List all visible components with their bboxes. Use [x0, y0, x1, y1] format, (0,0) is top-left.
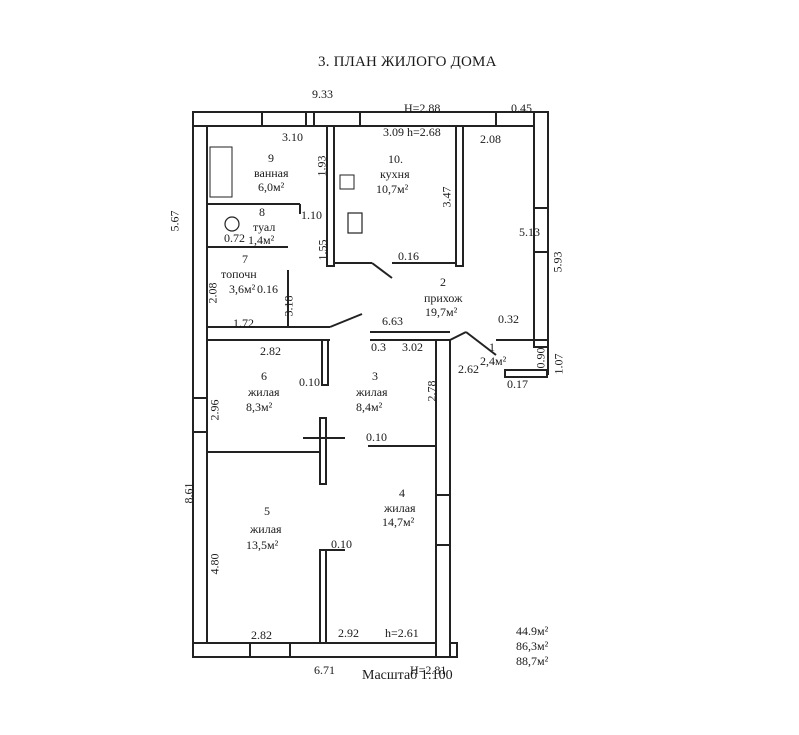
dim-016-boiler: 0.16	[257, 282, 278, 296]
dim-010-room6: 0.10	[299, 375, 320, 389]
dim-262: 2.62	[458, 362, 479, 376]
room-10-area: 10,7м²	[376, 182, 409, 196]
dim-310: 3.10	[282, 130, 303, 144]
dim-h281: H=2.81	[410, 663, 447, 677]
dim-016-kitchen: 0.16	[398, 249, 419, 263]
outer-wall-south	[192, 642, 458, 658]
room-9-name: ванная	[254, 166, 289, 180]
dim-010-room3: 0.10	[366, 430, 387, 444]
dim-top-total: 9.33	[312, 87, 333, 101]
dim-h-top: H=2.88	[404, 101, 441, 115]
scale-label: Масштаб 1:100	[362, 668, 453, 683]
room-1-area: 2,4м²	[480, 354, 507, 368]
room-5-area: 13,5м²	[246, 538, 279, 552]
room-5-name: жилая	[250, 522, 282, 536]
room-2-area: 19,7м²	[425, 305, 458, 319]
outer-wall-north	[192, 111, 516, 127]
room-5-number: 5	[264, 504, 270, 518]
room-6-area: 8,3м²	[246, 400, 273, 414]
outer-wall-east-upper	[533, 111, 549, 348]
room-6-name: жилая	[248, 385, 280, 399]
room-1-number: 1	[489, 340, 495, 354]
dim-318: 3.18	[281, 295, 296, 317]
dim-593: 5.93	[550, 251, 565, 273]
dim-208-west: 2.08	[205, 282, 220, 304]
room-8-number: 8	[259, 205, 265, 219]
dim-282-lower: 2.82	[251, 628, 272, 642]
dim-h261: h=2.61	[385, 626, 419, 640]
room-2-name: прихож	[424, 291, 463, 305]
dim-278: 2.78	[424, 380, 439, 402]
dim-480: 4.80	[207, 553, 222, 575]
dim-671: 6.71	[314, 663, 335, 677]
dim-017: 0.17	[507, 377, 528, 391]
total-area-3: 88,7м²	[516, 654, 549, 668]
toilet-symbol	[224, 216, 240, 232]
dim-193: 1.93	[314, 155, 329, 177]
room-4-name: жилая	[384, 501, 416, 515]
room-3-number: 3	[372, 369, 378, 383]
room-4-number: 4	[399, 486, 405, 500]
room-10-name: кухня	[380, 167, 410, 181]
dim-296: 2.96	[207, 399, 222, 421]
kitchen-wall-west	[326, 125, 335, 267]
dim-347: 3.47	[439, 186, 454, 208]
dim-513: 5.13	[519, 225, 540, 239]
dim-282-upper: 2.82	[260, 344, 281, 358]
room-7-area: 3,6м²	[229, 282, 256, 296]
dim-208: 2.08	[480, 132, 501, 146]
room-3-name: жилая	[356, 385, 388, 399]
room-7-name: топочн	[221, 267, 257, 281]
total-area-1: 44.9м²	[516, 624, 549, 638]
dim-010-room4: 0.10	[331, 537, 352, 551]
dim-155: 1.55	[315, 239, 330, 261]
dim-045: 0.45	[511, 101, 532, 115]
room-8-name: туал	[253, 220, 276, 234]
dim-309h: 3.09 h=2.68	[383, 125, 441, 139]
dim-663: 6.63	[382, 314, 403, 328]
dim-107: 1.07	[551, 353, 566, 375]
dim-072: 0.72	[224, 231, 245, 245]
dim-110: 1.10	[301, 208, 322, 222]
dim-567: 5.67	[167, 210, 182, 232]
dim-302: 3.02	[402, 340, 423, 354]
kitchen-wall-east	[455, 125, 464, 267]
dim-090: 0.90	[533, 347, 548, 369]
total-area-2: 86,3м²	[516, 639, 549, 653]
dim-292: 2.92	[338, 626, 359, 640]
room-3-area: 8,4м²	[356, 400, 383, 414]
room-10-number: 10.	[388, 152, 403, 166]
room-7-number: 7	[242, 252, 248, 266]
room-6-number: 6	[261, 369, 267, 383]
outer-wall-west	[192, 111, 208, 658]
dim-03: 0.3	[371, 340, 386, 354]
room-4-area: 14,7м²	[382, 515, 415, 529]
room-2-number: 2	[440, 275, 446, 289]
dim-172: 1.72	[233, 316, 254, 330]
dim-032: 0.32	[498, 312, 519, 326]
room-9-number: 9	[268, 151, 274, 165]
dim-861: 8.61	[181, 482, 196, 504]
bathtub	[209, 146, 233, 198]
plan-title: 3. ПЛАН ЖИЛОГО ДОМА	[318, 54, 497, 70]
room-8-area: 1,4м²	[248, 233, 275, 247]
room-9-area: 6,0м²	[258, 180, 285, 194]
